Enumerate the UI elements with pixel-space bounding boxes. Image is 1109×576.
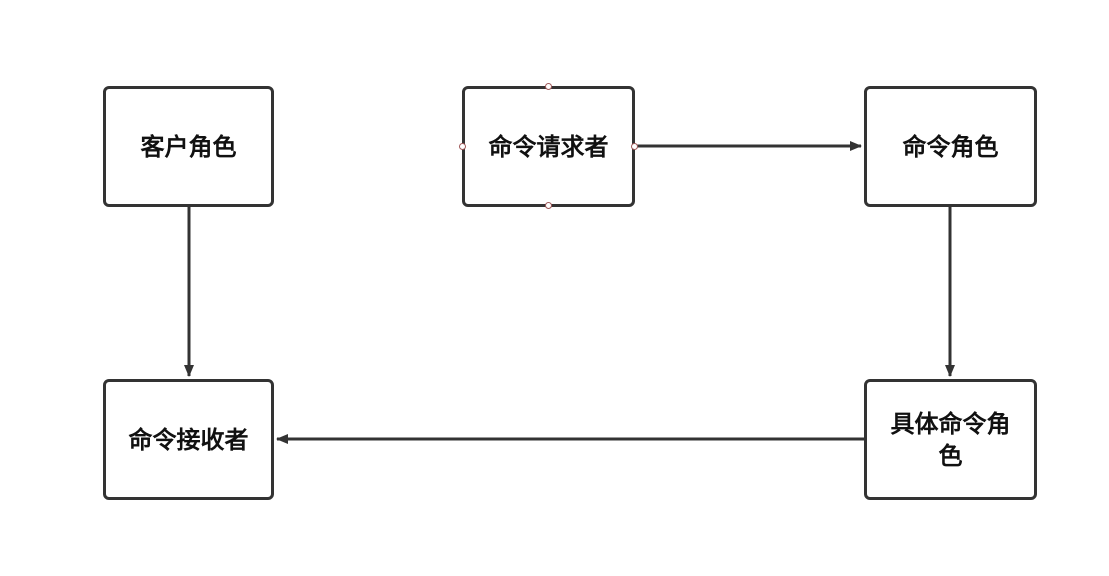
node-command-receiver-label: 命令接收者	[128, 425, 249, 454]
selection-handle-bottom[interactable]	[545, 202, 552, 209]
node-concrete-command-role-label: 具体命令角色	[890, 409, 1011, 470]
selection-handle-top[interactable]	[545, 83, 552, 90]
node-command-role[interactable]: 命令角色	[864, 86, 1037, 207]
node-command-invoker-label: 命令请求者	[488, 132, 609, 161]
node-command-role-label: 命令角色	[902, 132, 999, 161]
selection-handle-left[interactable]	[459, 143, 466, 150]
node-client-role-label: 客户角色	[140, 132, 237, 161]
node-command-invoker[interactable]: 命令请求者	[462, 86, 635, 207]
selection-handle-right[interactable]	[631, 143, 638, 150]
node-client-role[interactable]: 客户角色	[103, 86, 274, 207]
node-concrete-command-role[interactable]: 具体命令角色	[864, 379, 1037, 500]
node-command-receiver[interactable]: 命令接收者	[103, 379, 274, 500]
